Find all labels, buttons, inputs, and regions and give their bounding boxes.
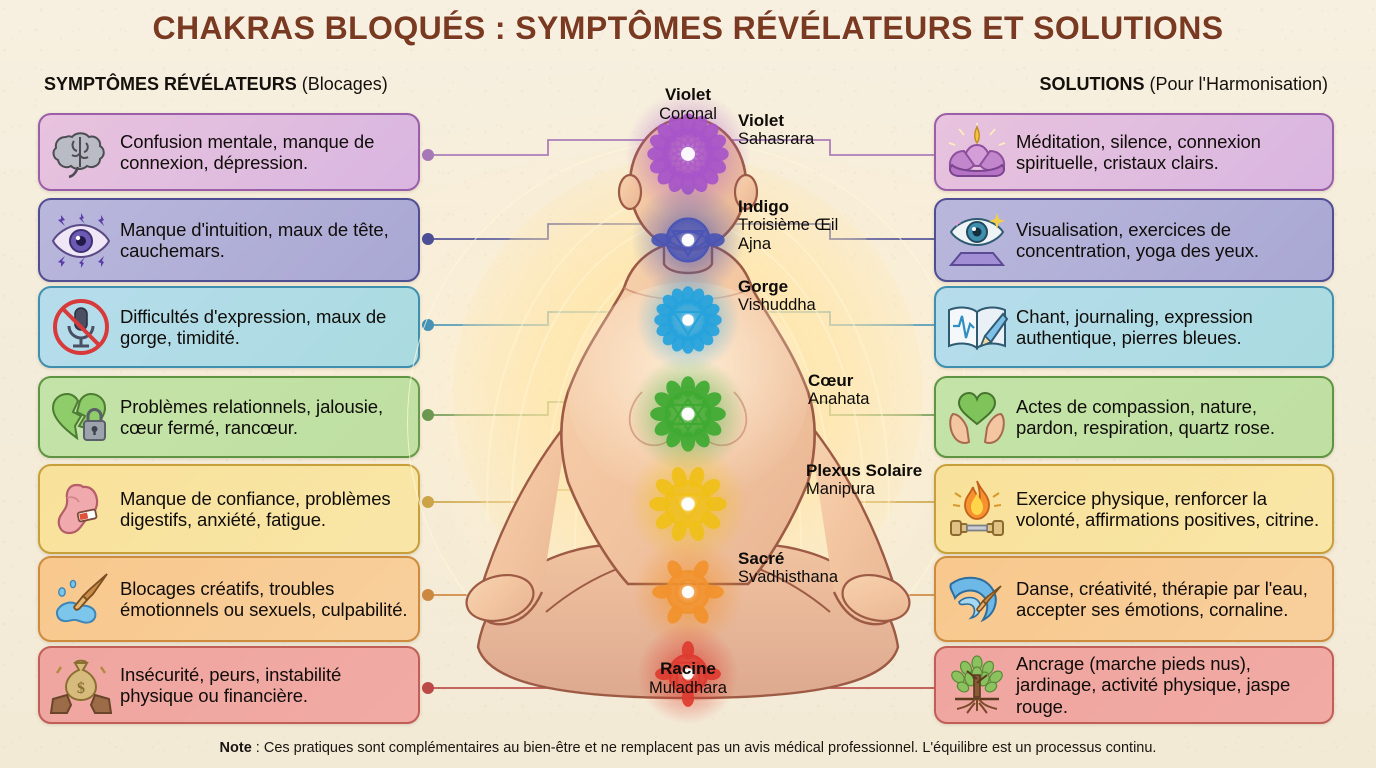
chakra-label-name-anahata: Cœur: [808, 371, 854, 390]
muted-microphone-icon: [48, 294, 114, 360]
symptom-text-svadhisthana: Blocages créatifs, troubles émotionnels …: [120, 577, 408, 620]
solution-card-svadhisthana[interactable]: Danse, créativité, thérapie par l'eau, a…: [934, 556, 1334, 642]
chakra-label-name-manipura: Plexus Solaire: [806, 461, 923, 480]
chakra-symbol-svadhisthana: [632, 536, 744, 648]
root-bottom-sub: Muladhara: [649, 678, 727, 697]
chakra-label-sanskrit-sahasrara: Sahasrara: [738, 130, 815, 149]
root-bottom-label: Racine Muladhara: [649, 659, 727, 697]
solutions-heading-sub: (Pour l'Harmonisation): [1149, 74, 1329, 94]
footer-note: Note : Ces pratiques sont complémentaire…: [0, 740, 1376, 756]
symptoms-heading-bold: SYMPTÔMES RÉVÉLATEURS: [44, 74, 297, 94]
solutions-column-heading: SOLUTIONS (Pour l'Harmonisation): [1039, 74, 1328, 95]
crown-top-sub: Coronal: [659, 104, 717, 123]
tree-roots-icon: [944, 652, 1010, 718]
solution-card-muladhara[interactable]: Ancrage (marche pieds nus), jardinage, a…: [934, 646, 1334, 724]
chakra-symbol-muladhara: [636, 622, 740, 726]
symptom-card-anahata[interactable]: Problèmes relationnels, jalousie, cœur f…: [38, 376, 420, 458]
symptom-card-ajna[interactable]: Manque d'intuition, maux de tête, cauche…: [38, 198, 420, 282]
flame-dumbbell-icon: [944, 476, 1010, 542]
journal-pencil-icon: [944, 294, 1010, 360]
chakra-label-sanskrit-vishuddha: Vishuddha: [738, 296, 816, 315]
solutions-heading-bold: SOLUTIONS: [1039, 74, 1145, 94]
symptom-card-manipura[interactable]: Manque de confiance, problèmes digestifs…: [38, 464, 420, 554]
symptom-card-svadhisthana[interactable]: Blocages créatifs, troubles émotionnels …: [38, 556, 420, 642]
chakra-mandala-muladhara: [655, 641, 721, 712]
chakra-label-name-ajna: Indigo: [738, 197, 789, 216]
crown-top-label: Violet Coronal: [659, 85, 717, 123]
brain-icon: [48, 119, 114, 185]
solution-text-sahasrara: Méditation, silence, connexion spirituel…: [1016, 130, 1261, 173]
chakra-label-name-vishuddha: Gorge: [738, 277, 789, 296]
chakra-mandala-anahata: [650, 376, 726, 457]
third-eye-icon: [48, 207, 114, 273]
chakra-label-sanskrit2-ajna: Ajna: [738, 234, 772, 253]
chakra-symbol-anahata: [629, 355, 747, 473]
symptom-text-muladhara: Insécurité, peurs, instabilité physique …: [120, 663, 342, 706]
chakra-label-sanskrit-manipura: Manipura: [806, 480, 875, 499]
chakra-label-name-svadhisthana: Sacré: [738, 549, 785, 568]
solution-card-vishuddha[interactable]: Chant, journaling, expression authentiqu…: [934, 286, 1334, 368]
symptom-card-muladhara[interactable]: $ Insécurité, peurs, instabilité physiqu…: [38, 646, 420, 724]
chakra-label-sanskrit-anahata: Anahata: [808, 390, 870, 409]
chakra-mandala-vishuddha: [654, 286, 722, 359]
page-title: CHAKRAS BLOQUÉS : SYMPTÔMES RÉVÉLATEURS …: [152, 10, 1224, 46]
chakra-label-name-sahasrara: Violet: [738, 111, 784, 130]
footer-note-text: : Ces pratiques sont complémentaires au …: [251, 740, 1157, 756]
chakra-symbol-manipura: [627, 443, 749, 565]
stomach-battery-icon: [48, 476, 114, 542]
crown-top-name: Violet: [665, 85, 711, 104]
wave-brush-icon: [944, 566, 1010, 632]
chakra-symbol-ajna: [630, 182, 746, 298]
symptoms-heading-sub: (Blocages): [301, 74, 388, 94]
eye-pyramid-icon: [944, 207, 1010, 273]
chakra-symbol-vishuddha: [635, 267, 741, 373]
solution-card-ajna[interactable]: Visualisation, exercices de concentratio…: [934, 198, 1334, 282]
heart-in-hands-icon: [944, 384, 1010, 450]
broken-heart-lock-icon: [48, 384, 114, 450]
money-bag-cliff-icon: $: [48, 652, 114, 718]
solution-text-anahata: Actes de compassion, nature, pardon, res…: [1016, 395, 1275, 438]
solution-text-manipura: Exercice physique, renforcer la volonté,…: [1016, 487, 1320, 530]
solution-card-anahata[interactable]: Actes de compassion, nature, pardon, res…: [934, 376, 1334, 458]
footer-note-label: Note: [219, 740, 252, 756]
symptom-text-sahasrara: Confusion mentale, manque de connexion, …: [120, 130, 375, 173]
chakra-mandala-svadhisthana: [652, 556, 724, 633]
symptom-text-ajna: Manque d'intuition, maux de tête, cauche…: [120, 218, 389, 261]
chakra-label-sanskrit-svadhisthana: Svadhisthana: [738, 568, 838, 587]
chakra-mandala-ajna: [651, 203, 725, 282]
solution-card-manipura[interactable]: Exercice physique, renforcer la volonté,…: [934, 464, 1334, 554]
symptom-text-vishuddha: Difficultés d'expression, maux de gorge,…: [120, 305, 387, 348]
symptom-card-sahasrara[interactable]: Confusion mentale, manque de connexion, …: [38, 113, 420, 191]
solution-text-svadhisthana: Danse, créativité, thérapie par l'eau, a…: [1016, 577, 1308, 620]
symptom-card-vishuddha[interactable]: Difficultés d'expression, maux de gorge,…: [38, 286, 420, 368]
symptom-text-manipura: Manque de confiance, problèmes digestifs…: [120, 487, 391, 530]
svg-text:$: $: [77, 680, 85, 697]
symptom-text-anahata: Problèmes relationnels, jalousie, cœur f…: [120, 395, 384, 438]
symptoms-column-heading: SYMPTÔMES RÉVÉLATEURS (Blocages): [44, 74, 388, 95]
chakra-label-sanskrit-ajna: Troisième Œil: [738, 216, 839, 235]
lotus-icon: [944, 119, 1010, 185]
chakra-mandala-manipura: [649, 465, 727, 548]
solution-text-vishuddha: Chant, journaling, expression authentiqu…: [1016, 305, 1253, 348]
solution-card-sahasrara[interactable]: Méditation, silence, connexion spirituel…: [934, 113, 1334, 191]
solution-text-ajna: Visualisation, exercices de concentratio…: [1016, 218, 1259, 261]
root-bottom-name: Racine: [660, 659, 716, 678]
solution-text-muladhara: Ancrage (marche pieds nus), jardinage, a…: [1016, 653, 1291, 717]
paintbrush-water-icon: [48, 566, 114, 632]
